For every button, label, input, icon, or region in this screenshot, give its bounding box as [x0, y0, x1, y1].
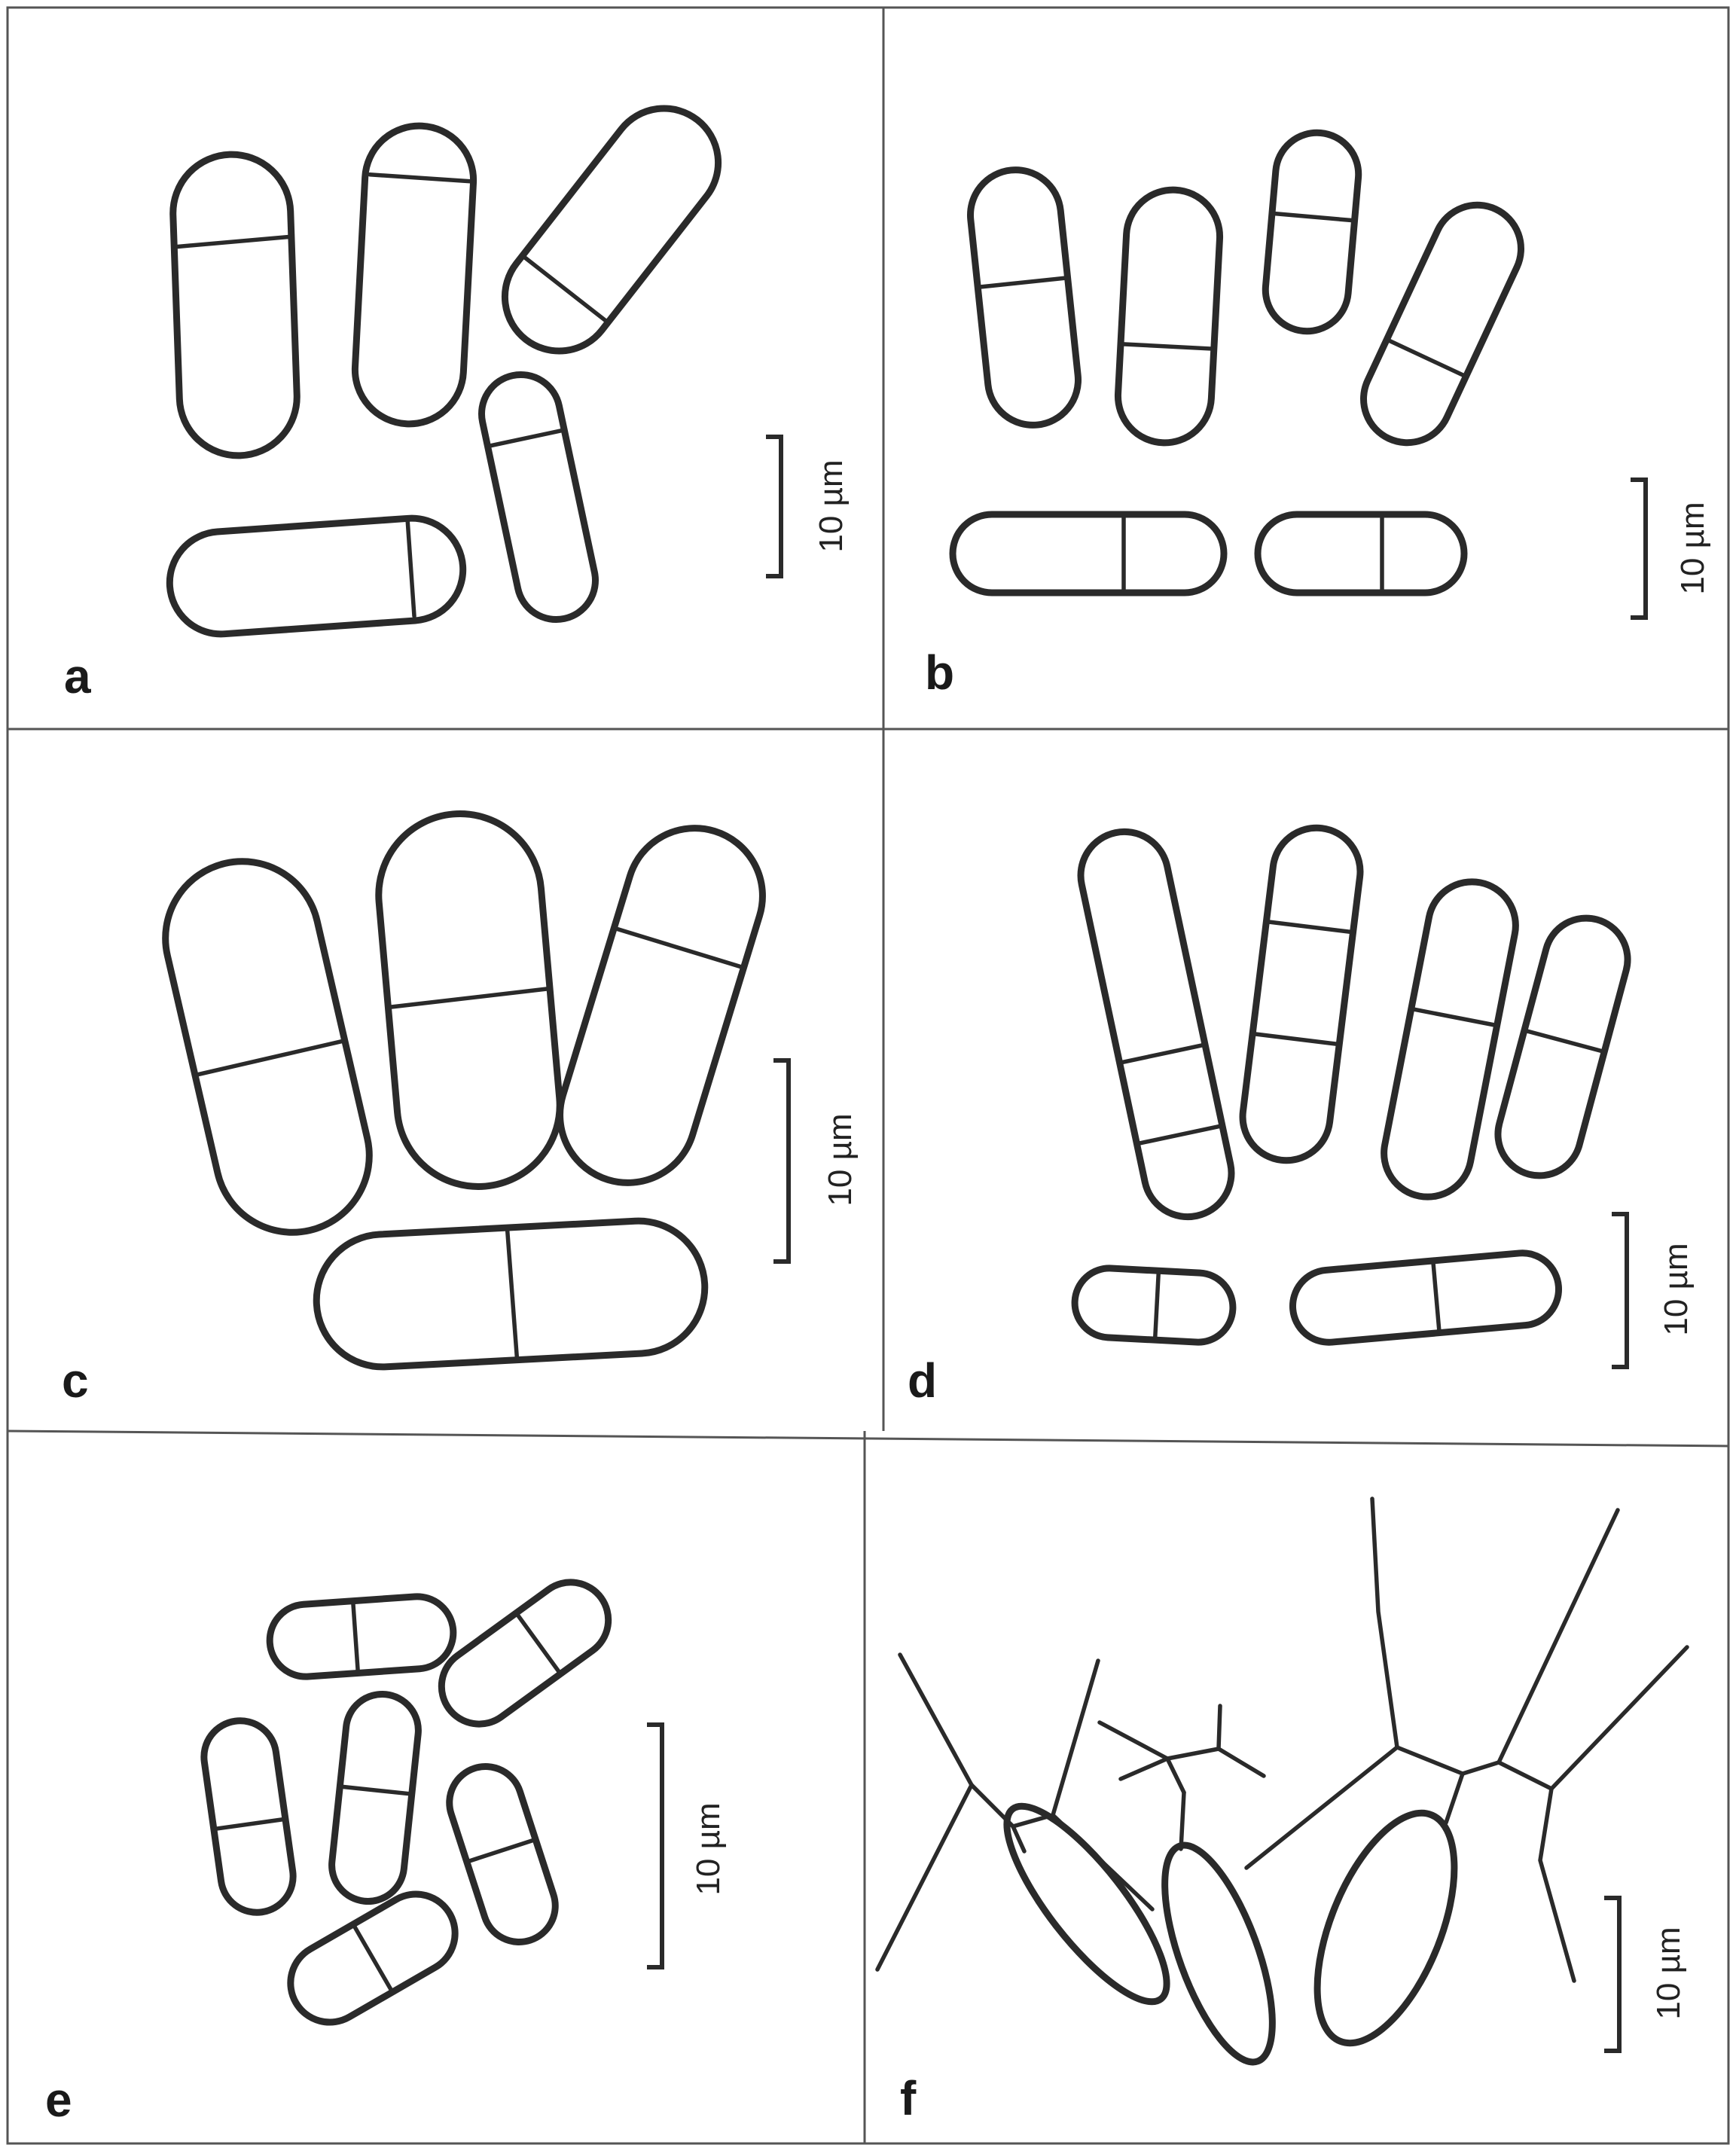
panel-letter-a: a [64, 649, 91, 703]
spore [483, 87, 740, 373]
spore [1072, 824, 1240, 1225]
scale-bar-label: 10 µm [813, 459, 850, 552]
spore [1289, 1250, 1561, 1345]
spore [1073, 1267, 1235, 1344]
spore [328, 1691, 422, 1905]
scale-bar: 10 µm [649, 1725, 727, 1967]
spore [543, 811, 780, 1199]
spore [1258, 514, 1464, 593]
panel-d: 10 µm d [908, 823, 1695, 1408]
panel-b: 10 µm b [925, 130, 1711, 700]
spore [1143, 1832, 1295, 2074]
spore [953, 514, 1224, 593]
scale-bar-label: 10 µm [1658, 1243, 1695, 1335]
panel-letter-e: e [45, 2073, 72, 2127]
spore [150, 846, 384, 1247]
panel-letter-d: d [908, 1353, 937, 1408]
panel-c: 10 µm c [62, 807, 859, 1408]
spore [1262, 130, 1362, 335]
spore [1115, 188, 1222, 445]
spore [1237, 823, 1365, 1166]
panel-letter-c: c [62, 1353, 89, 1408]
spore [352, 124, 477, 427]
hyphae [877, 1499, 1687, 1981]
spore [426, 1567, 623, 1739]
scale-bar: 10 µm [776, 1060, 859, 1262]
spore [200, 1716, 298, 1918]
panel-a: 10 µm a [64, 87, 850, 703]
spore [1289, 1794, 1483, 2061]
spore [267, 1594, 456, 1680]
panel-letter-b: b [925, 645, 954, 700]
scale-bar-label: 10 µm [1650, 1927, 1687, 2019]
panel-f: 10 µm f [877, 1499, 1687, 2125]
spore [171, 152, 299, 457]
spore [966, 166, 1083, 430]
spore [166, 515, 467, 638]
scale-bar: 10 µm [1633, 480, 1711, 618]
spore [440, 1757, 564, 1951]
panel-e: 10 µm e [45, 1567, 727, 2127]
scale-bar: 10 µm [1606, 1898, 1687, 2051]
scale-bar: 10 µm [768, 437, 850, 576]
scale-bar-label: 10 µm [690, 1802, 727, 1895]
spore [983, 1786, 1191, 2022]
spore [313, 1218, 709, 1371]
scale-bar: 10 µm [1614, 1214, 1695, 1367]
spore [372, 807, 566, 1194]
scale-bar-label: 10 µm [822, 1113, 859, 1206]
scale-bar-label: 10 µm [1674, 502, 1711, 594]
spore [474, 368, 603, 627]
panel-letter-f: f [900, 2071, 917, 2125]
spore [1349, 191, 1535, 457]
